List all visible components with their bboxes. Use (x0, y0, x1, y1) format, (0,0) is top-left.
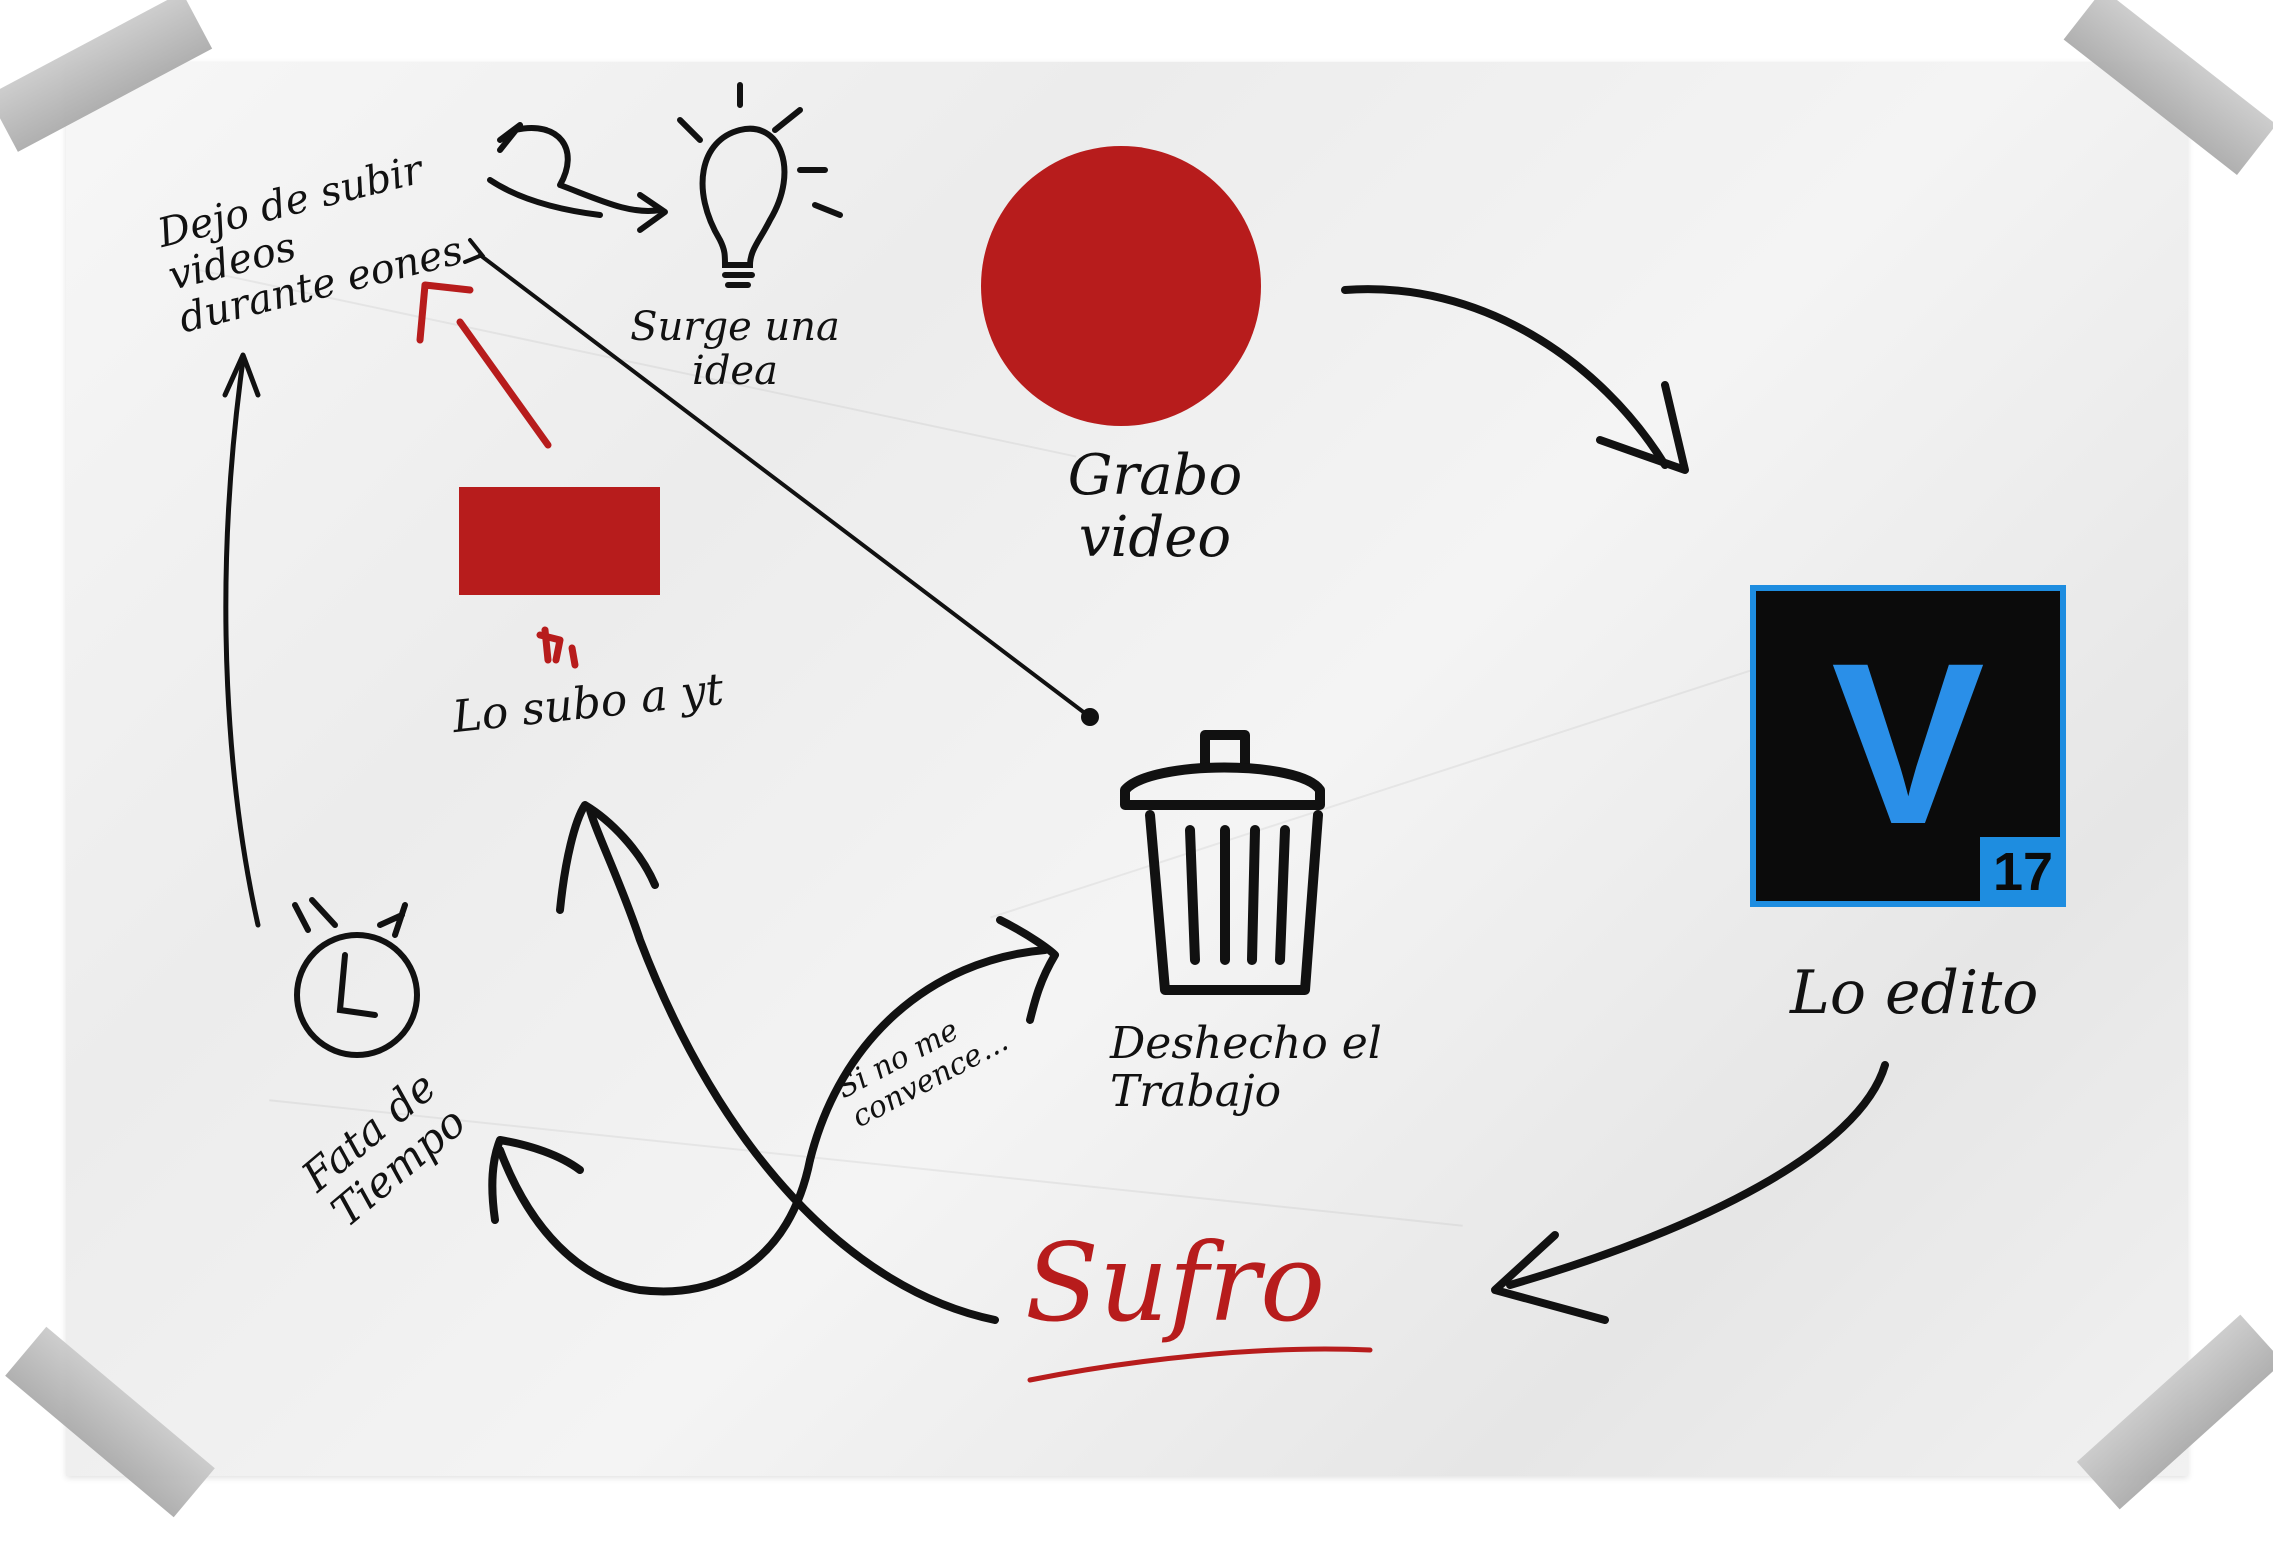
arrow-grabo-edito (1341, 285, 1689, 474)
node-deshecho-label: Deshecho el Trabajo (1110, 1018, 1382, 1118)
vegas-version: 17 (1980, 837, 2066, 907)
vegas-pro-logo: V 17 (1750, 585, 2066, 907)
lightbulb-icon (677, 82, 843, 288)
arrow-dejo-idea (487, 122, 668, 233)
record-circle-icon (981, 146, 1261, 426)
arrow-subo-dejo-red (416, 281, 579, 669)
arrow-sufro-falta (488, 1136, 814, 1296)
youtube-logo (459, 487, 660, 595)
arrow-deshecho-dejo (463, 238, 1099, 726)
arrow-edito-sufro (1491, 1061, 1889, 1324)
arrow-sufro-subo (556, 801, 999, 1324)
arrow-falta-dejo (222, 352, 261, 928)
arrow-convence-deshecho (806, 916, 1059, 1164)
stopwatch-icon (292, 897, 420, 1058)
vegas-letter: V (1831, 615, 1985, 872)
sufro-underline (1027, 1346, 1373, 1383)
node-sufro-label: Sufro (1025, 1221, 1326, 1346)
trash-can-icon (1120, 730, 1325, 995)
node-edito-label: Lo edito (1790, 958, 2039, 1028)
node-idea-label: Surge una idea (630, 304, 840, 394)
node-grabo-label: Grabo video (1067, 443, 1243, 570)
